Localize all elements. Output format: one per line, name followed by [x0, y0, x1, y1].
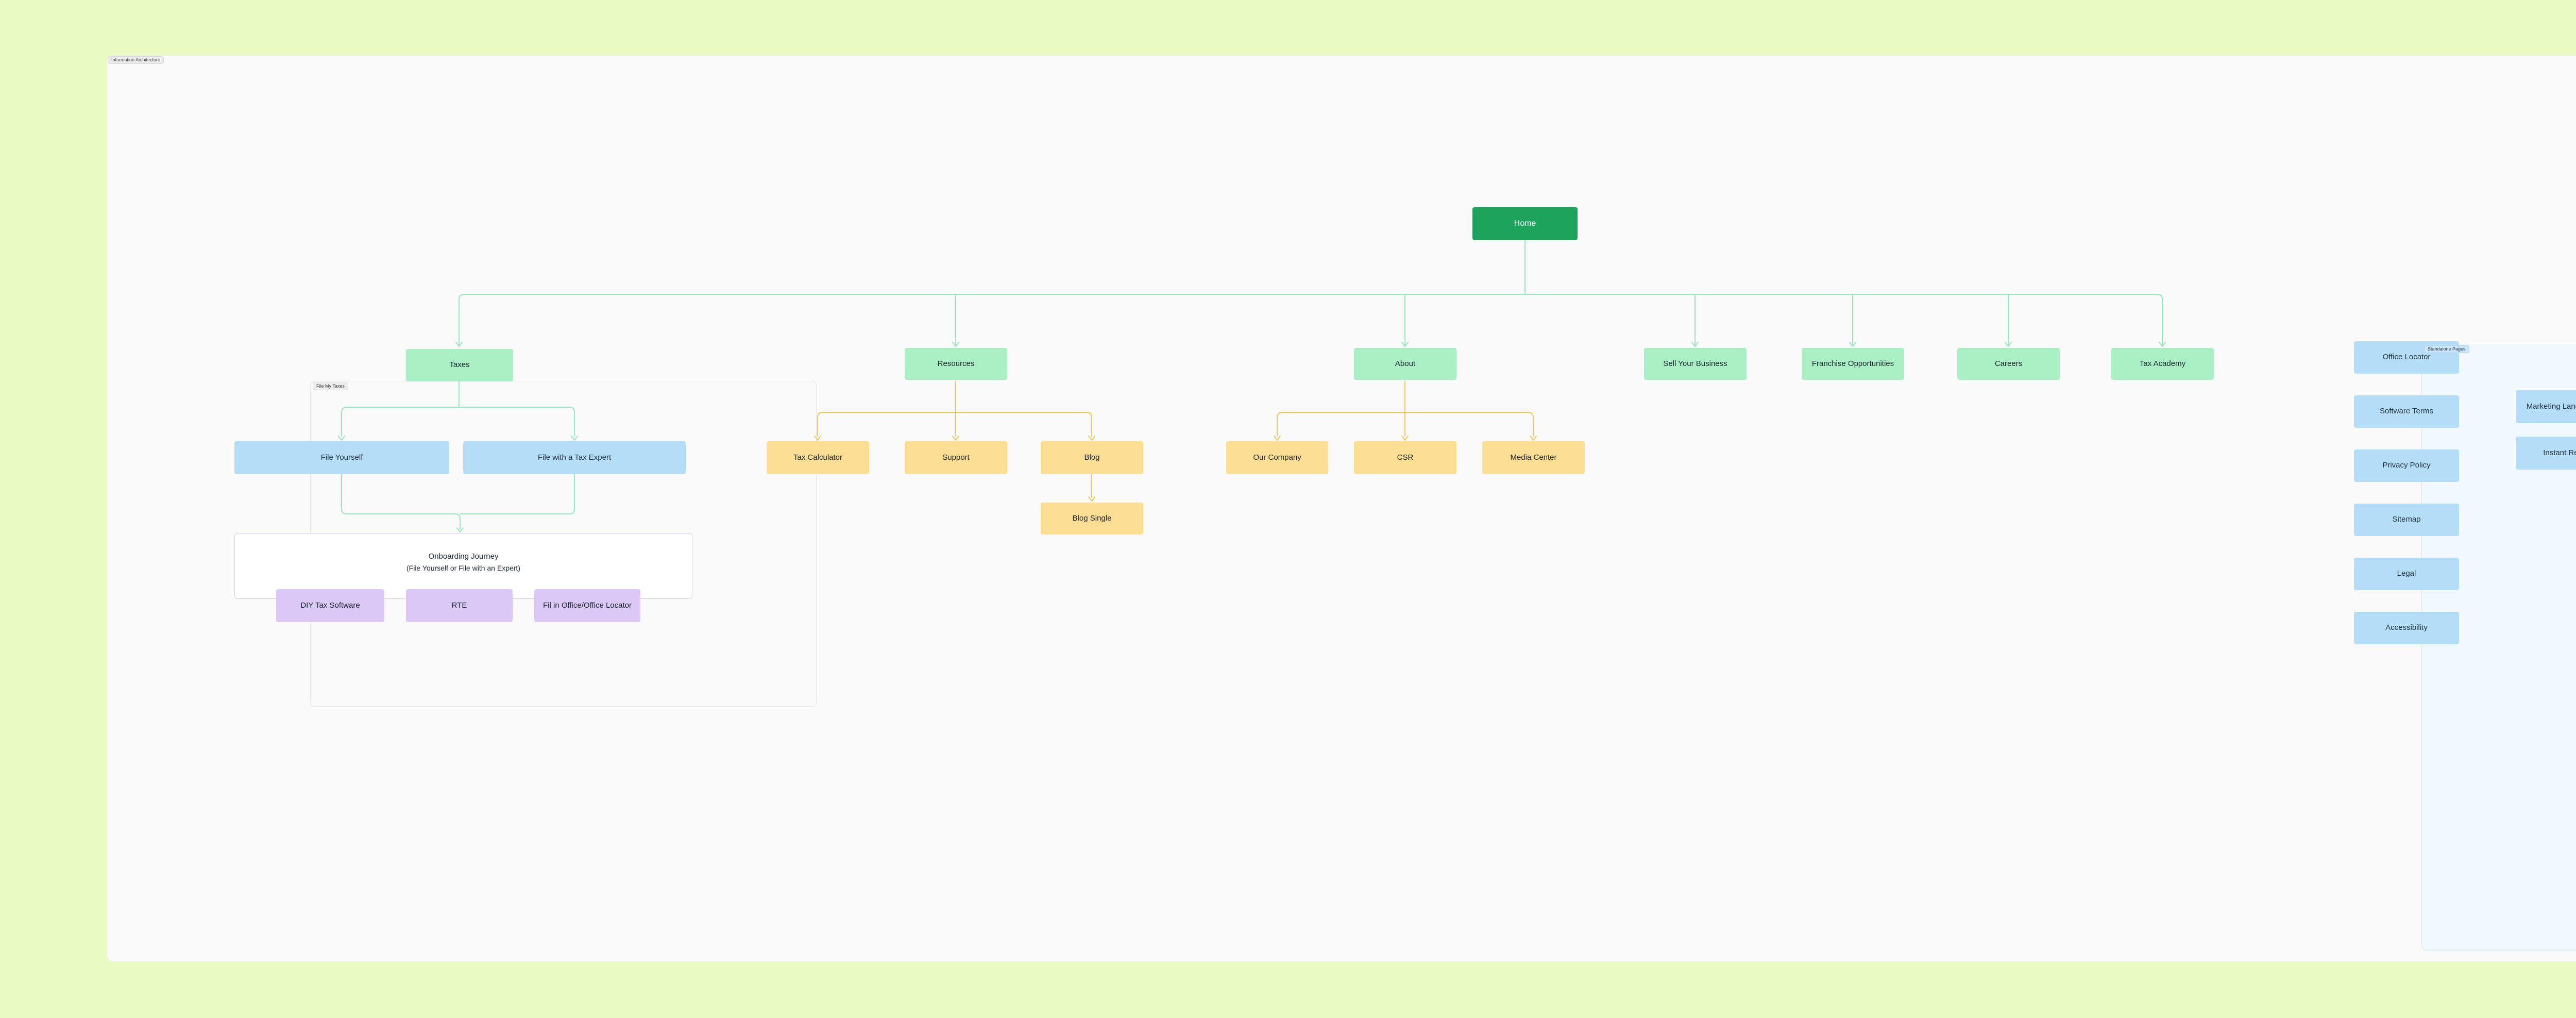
node-file-yourself[interactable]: File Yourself [234, 441, 449, 474]
connector-green [2005, 342, 2012, 347]
page-title-badge[interactable]: Information Architecture [108, 56, 164, 64]
onboarding-title: Onboarding Journey [428, 552, 499, 561]
node-support[interactable]: Support [905, 441, 1007, 474]
connector-green [459, 294, 465, 346]
node-onboarding-journey[interactable]: Onboarding Journey (File Yourself or Fil… [234, 533, 692, 599]
node-taxes[interactable]: Taxes [406, 349, 513, 381]
node-tax-calculator[interactable]: Tax Calculator [767, 441, 869, 474]
connector-green [1401, 342, 1409, 347]
node-diy-tax-software[interactable]: DIY Tax Software [276, 589, 384, 622]
connector-green [455, 342, 463, 347]
node-standalone-2[interactable]: Privacy Policy [2354, 449, 2459, 482]
node-careers[interactable]: Careers [1957, 348, 2060, 380]
node-about[interactable]: About [1354, 348, 1456, 380]
connector-green [1691, 342, 1699, 347]
node-rte[interactable]: RTE [406, 589, 513, 622]
node-marketing-col1-1[interactable]: Instant Refund [2516, 437, 2576, 470]
node-blog[interactable]: Blog [1041, 441, 1143, 474]
connector-green [2157, 294, 2163, 346]
node-csr[interactable]: CSR [1354, 441, 1456, 474]
connector-yellow [1530, 436, 1537, 441]
node-tax-academy[interactable]: Tax Academy [2111, 348, 2214, 380]
node-file-with-a-tax-expert[interactable]: File with a Tax Expert [463, 441, 686, 474]
connector-green [952, 342, 959, 347]
connector-green [2159, 342, 2166, 347]
canvas: Information Architecture File My Taxes S… [107, 55, 2576, 962]
node-resources[interactable]: Resources [905, 348, 1007, 380]
node-standalone-3[interactable]: Sitemap [2354, 504, 2459, 536]
node-media-center[interactable]: Media Center [1482, 441, 1585, 474]
connector-yellow [817, 412, 1092, 437]
node-marketing-col1-0[interactable]: Marketing Landing Page [2516, 390, 2576, 423]
connector-green [341, 474, 461, 529]
connector-yellow [952, 436, 959, 441]
group-standalone-pages-label[interactable]: Standalone Pages [2424, 345, 2469, 353]
group-file-my-taxes-label[interactable]: File My Taxes [313, 382, 348, 390]
node-franchise-opportunities[interactable]: Franchise Opportunities [1802, 348, 1904, 380]
connector-yellow [1274, 436, 1281, 441]
connector-green [456, 527, 464, 532]
connector-yellow [1088, 496, 1095, 502]
node-our-company[interactable]: Our Company [1226, 441, 1328, 474]
node-standalone-1[interactable]: Software Terms [2354, 395, 2459, 428]
connector-green [338, 436, 345, 441]
connector-yellow [814, 436, 821, 441]
connector-green [341, 407, 575, 437]
node-fil-in-office-office-locator[interactable]: Fil in Office/Office Locator [534, 589, 640, 622]
connector-green [460, 474, 575, 514]
node-standalone-4[interactable]: Legal [2354, 558, 2459, 590]
node-home[interactable]: Home [1472, 207, 1578, 240]
onboarding-subtitle: (File Yourself or File with an Expert) [406, 564, 520, 572]
connector-yellow [1401, 436, 1409, 441]
node-standalone-5[interactable]: Accessibility [2354, 612, 2459, 644]
node-blog-single[interactable]: Blog Single [1041, 503, 1143, 535]
node-sell-your-business[interactable]: Sell Your Business [1644, 348, 1747, 380]
connector-green [571, 436, 578, 441]
connector-green [1849, 342, 1856, 347]
connector-yellow [1088, 436, 1095, 441]
